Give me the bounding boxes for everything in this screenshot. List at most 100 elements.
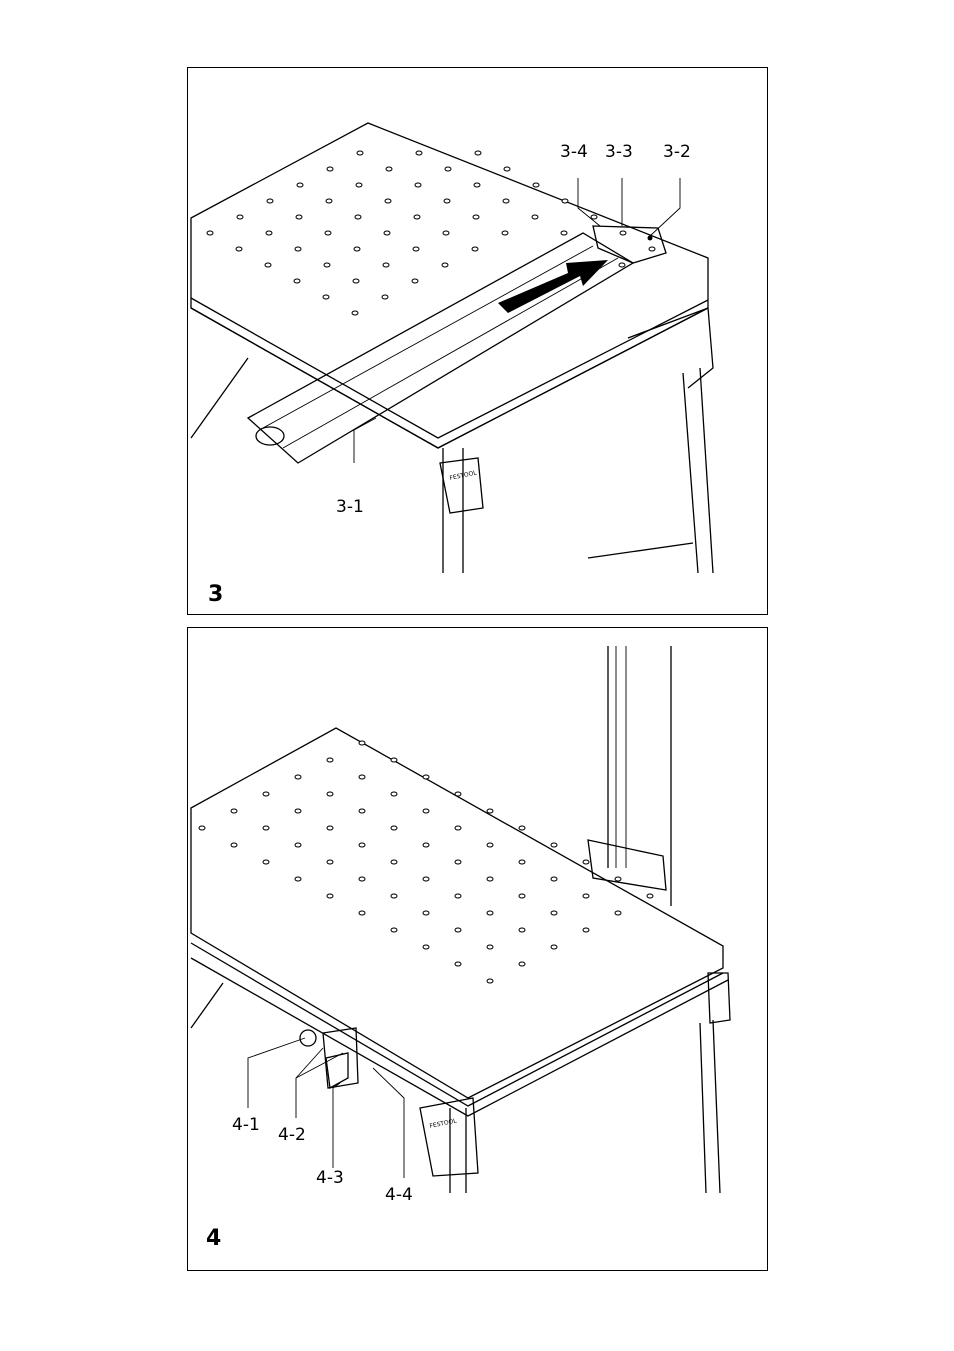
table-hole <box>416 151 422 155</box>
table-hole <box>502 231 508 235</box>
table-hole <box>423 843 429 847</box>
table-hole <box>199 826 205 830</box>
knob <box>300 1030 316 1046</box>
table-holes <box>199 741 653 983</box>
table-hole <box>355 215 361 219</box>
callout-3-1: 3-1 <box>336 497 364 517</box>
table-hole <box>266 231 272 235</box>
table-hole <box>551 877 557 881</box>
table-hole <box>533 183 539 187</box>
table-hole <box>487 911 493 915</box>
table-hole <box>383 263 389 267</box>
callout-3-2: 3-2 <box>663 142 691 162</box>
table-hole <box>295 843 301 847</box>
table-hole <box>295 775 301 779</box>
table-hole <box>391 928 397 932</box>
table-hole <box>327 758 333 762</box>
leader-4-2b <box>296 1053 343 1078</box>
table-hole <box>519 826 525 830</box>
table-hole <box>620 231 626 235</box>
table-hole <box>295 809 301 813</box>
profile-bracket <box>588 840 666 890</box>
clamp-screw <box>648 236 653 241</box>
table-hole <box>583 928 589 932</box>
table-hole <box>474 183 480 187</box>
table-hole <box>352 311 358 315</box>
leg-right-inner <box>700 368 713 573</box>
table-hole <box>296 215 302 219</box>
leg-right-inner <box>713 1020 720 1193</box>
table-hole <box>423 945 429 949</box>
callout-4-3: 4-3 <box>316 1168 344 1188</box>
leg-right <box>700 1023 706 1193</box>
guide-rail-line <box>263 246 593 428</box>
table-hole <box>415 183 421 187</box>
table-hole <box>325 231 331 235</box>
callout-4-1: 4-1 <box>232 1115 260 1135</box>
table-hole <box>649 247 655 251</box>
table-hole <box>231 843 237 847</box>
table-hole <box>357 151 363 155</box>
table-hole <box>487 809 493 813</box>
table-hole <box>359 741 365 745</box>
table-hole <box>519 860 525 864</box>
table-hole <box>385 199 391 203</box>
table-hole <box>356 183 362 187</box>
table-hole <box>237 215 243 219</box>
table-hole <box>391 758 397 762</box>
table-hole <box>583 894 589 898</box>
callout-3-4: 3-4 <box>560 142 588 162</box>
table-hole <box>423 911 429 915</box>
table-hole <box>384 231 390 235</box>
table-hole <box>519 928 525 932</box>
table-hole <box>297 183 303 187</box>
table-hole <box>391 826 397 830</box>
table-hole <box>263 860 269 864</box>
table-hole <box>443 231 449 235</box>
table-hole <box>591 215 597 219</box>
table-hole <box>455 826 461 830</box>
table-hole <box>455 860 461 864</box>
table-hole <box>353 279 359 283</box>
table-hole <box>391 894 397 898</box>
table-hole <box>386 167 392 171</box>
table-hole <box>551 843 557 847</box>
table-hole <box>487 843 493 847</box>
corner-bracket <box>440 458 483 513</box>
table-hole <box>295 877 301 881</box>
leader-4-2 <box>296 1048 323 1118</box>
table-hole <box>359 843 365 847</box>
guide-rail-line <box>283 258 618 448</box>
table-hole <box>267 199 273 203</box>
table-hole <box>359 775 365 779</box>
table-hole <box>323 295 329 299</box>
table-top <box>191 123 708 448</box>
table-hole <box>324 263 330 267</box>
table-hole <box>615 911 621 915</box>
figure-4-panel: FESTOOL 4-1 4-2 4-3 4-4 4 <box>187 627 768 1271</box>
table-hole <box>413 247 419 251</box>
table-hole <box>359 877 365 881</box>
table-hole <box>472 247 478 251</box>
table-hole <box>455 928 461 932</box>
table-hole <box>327 826 333 830</box>
callout-4-2: 4-2 <box>278 1125 306 1145</box>
table-hole <box>619 263 625 267</box>
table-hole <box>327 167 333 171</box>
table-hole <box>519 894 525 898</box>
table-hole <box>207 231 213 235</box>
table-hole <box>444 199 450 203</box>
corner-bracket <box>420 1098 478 1176</box>
table-hole <box>504 167 510 171</box>
table-top <box>191 728 723 1098</box>
callout-4-4: 4-4 <box>385 1185 413 1205</box>
table-hole <box>263 792 269 796</box>
table-hole <box>423 877 429 881</box>
table-hole <box>294 279 300 283</box>
table-hole <box>487 979 493 983</box>
figure-3-panel: FESTOOL 3-4 3-3 3-2 3-1 3 <box>187 67 768 615</box>
table-hole <box>532 215 538 219</box>
table-hole <box>382 295 388 299</box>
table-hole <box>327 792 333 796</box>
table-hole <box>359 911 365 915</box>
